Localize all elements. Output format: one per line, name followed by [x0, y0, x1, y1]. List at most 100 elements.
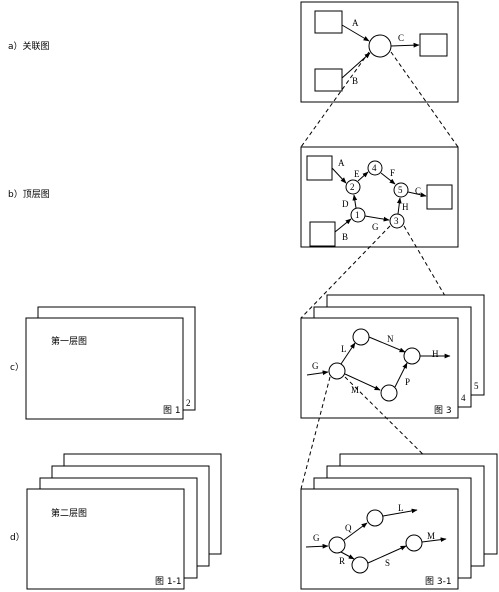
- expansion-lines-b-c: [300, 225, 459, 319]
- top-process-1: [350, 207, 366, 223]
- level2-right-stack: [300, 453, 498, 590]
- context-flow-c-arrow: [390, 42, 420, 48]
- top-flow-d-label: D: [342, 199, 349, 209]
- level2-process-bottom: [351, 556, 369, 574]
- top-flow-a-label: A: [338, 158, 345, 168]
- context-flow-b-label: B: [352, 76, 358, 86]
- context-source-b: [314, 68, 343, 92]
- level2-flow-r: [340, 551, 355, 560]
- top-flow-c-label: C: [415, 186, 421, 196]
- level2-flow-q: [343, 522, 368, 541]
- top-diagram: [300, 146, 459, 248]
- level2-flow-l: [382, 508, 418, 517]
- top-process-2-label: 2: [350, 182, 355, 192]
- expansion-lines-a-b: [300, 51, 459, 148]
- top-process-3-label: 3: [394, 216, 399, 226]
- row-label-a: a）关联图: [8, 40, 50, 52]
- level2-flow-g: [305, 543, 329, 549]
- top-source-b: [309, 221, 336, 247]
- top-process-5-label: 5: [398, 185, 403, 195]
- level1-flow-n-label: N: [387, 334, 394, 344]
- level1-left-title: 第一层图: [51, 335, 87, 347]
- level1-flow-p-label: P: [405, 377, 410, 387]
- context-diagram: [300, 1, 459, 103]
- level1-right-back-number-4: 4: [461, 393, 466, 403]
- level2-left-stack: [26, 453, 222, 590]
- context-flow-a-label: A: [352, 18, 359, 28]
- top-process-4-label: 4: [372, 163, 377, 173]
- level2-right-caption: 图 3-1: [425, 576, 452, 587]
- level1-left-caption: 图 1: [163, 405, 181, 416]
- level1-right-back-number-5: 5: [474, 381, 479, 391]
- level1-flow-h-label: H: [432, 349, 439, 359]
- level1-left-back-number: 2: [186, 398, 191, 408]
- top-flow-g-label: G: [372, 222, 379, 232]
- level1-flow-n: [368, 336, 406, 353]
- level2-diagram: [305, 508, 447, 574]
- level2-left-front-page: [26, 488, 185, 590]
- top-flow-d: [352, 194, 358, 209]
- level1-left-stack: [25, 306, 196, 420]
- level2-flow-s-label: S: [385, 558, 390, 568]
- level1-flow-g-label: G: [312, 361, 319, 371]
- top-process-5: [393, 182, 409, 198]
- level1-process-bottom: [380, 384, 398, 402]
- top-flow-f-label: F: [390, 168, 395, 178]
- level1-flow-g: [306, 370, 329, 376]
- top-process-3: [389, 213, 405, 229]
- level1-flow-p: [394, 362, 408, 388]
- level1-left-front-page: [25, 317, 184, 420]
- level1-flow-m: [344, 373, 381, 391]
- level2-flow-l-label: L: [398, 503, 404, 513]
- top-process-4: [367, 160, 383, 176]
- top-sink-c: [426, 184, 453, 210]
- level1-flow-l: [340, 342, 356, 365]
- top-flow-b-label: B: [342, 232, 348, 242]
- level2-flow-g-label: G: [313, 533, 320, 543]
- top-flow-b: [334, 218, 352, 233]
- top-flow-c: [407, 191, 427, 198]
- context-flow-c-label: C: [398, 33, 404, 43]
- level1-right-caption: 图 3: [434, 405, 452, 416]
- level2-flow-s: [367, 545, 407, 564]
- level2-right-front-page: [300, 488, 459, 590]
- level2-flow-m: [421, 537, 447, 543]
- top-frame: [300, 146, 459, 248]
- top-flow-h-label: H: [402, 202, 409, 212]
- level1-right-stack: [300, 294, 485, 419]
- level2-flow-m-label: M: [427, 531, 435, 541]
- top-flow-a: [331, 167, 347, 184]
- top-flow-f: [380, 172, 396, 185]
- context-process: [368, 34, 392, 58]
- level1-diagram: [306, 328, 451, 402]
- level2-left-caption: 图 1-1: [155, 576, 182, 587]
- row-label-d: d）: [10, 532, 25, 543]
- level2-left-title: 第二层图: [51, 507, 87, 519]
- context-frame: [300, 1, 459, 103]
- level1-right-front-page: [300, 317, 459, 419]
- level1-flow-labels: G L M N P H: [312, 334, 439, 395]
- row-label-b: b）顶层图: [8, 189, 50, 200]
- top-source-a: [306, 155, 333, 181]
- level2-process-left: [328, 536, 346, 554]
- top-process-2: [345, 179, 361, 195]
- top-flow-e: [357, 171, 369, 182]
- context-flow-b-arrow: [341, 52, 371, 79]
- top-flow-labels: A B C D E F G H: [338, 158, 421, 242]
- level2-flow-q-label: Q: [345, 523, 352, 533]
- level2-process-right: [405, 534, 423, 552]
- context-sink-c: [419, 33, 448, 57]
- level2-process-top: [366, 509, 384, 527]
- context-flow-a-arrow: [341, 24, 370, 42]
- level1-process-left: [328, 362, 346, 380]
- top-process-numbers: 1 2 3 4 5: [350, 163, 403, 226]
- top-flow-e-label: E: [354, 169, 360, 179]
- expansion-lines-c-d: [300, 376, 459, 490]
- level2-flow-labels: G Q R L S M: [313, 503, 435, 568]
- top-flow-g: [364, 215, 390, 222]
- top-process-1-label: 1: [355, 210, 360, 220]
- level1-flow-l-label: L: [341, 344, 347, 354]
- level2-flow-r-label: R: [339, 556, 345, 566]
- level1-flow-m-label: M: [351, 385, 359, 395]
